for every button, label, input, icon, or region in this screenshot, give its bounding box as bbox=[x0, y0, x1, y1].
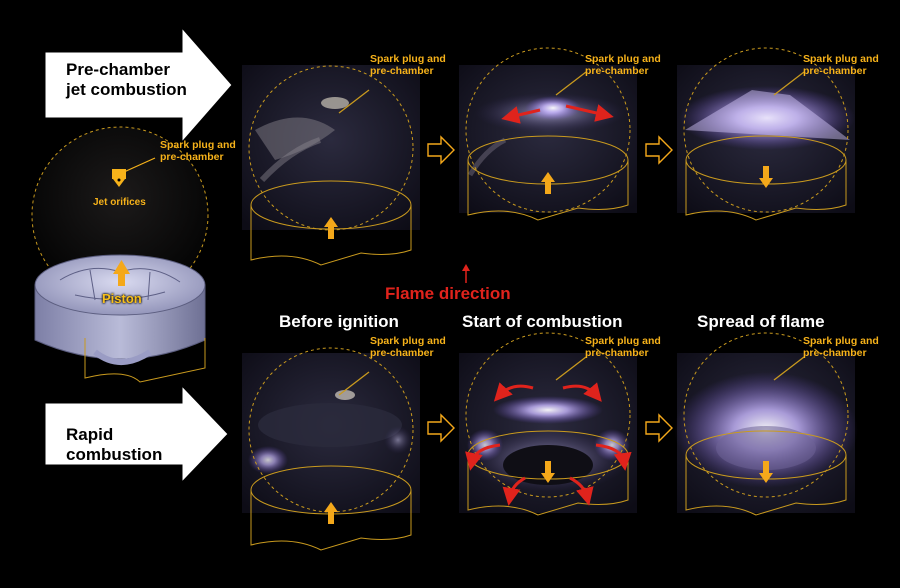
stage-label-spread-of-flame: Spread of flame bbox=[697, 312, 825, 331]
spark-plug-stem-bottom-before bbox=[338, 371, 370, 396]
stage-label-before-ignition: Before ignition bbox=[279, 312, 399, 331]
piston-skirt-outline-bottom-start bbox=[467, 455, 629, 516]
piston-skirt-outline-top-before bbox=[250, 205, 412, 266]
top-row-arrow-shape bbox=[44, 26, 233, 144]
piston-skirt-outline-bottom-before bbox=[250, 490, 412, 551]
jet-orifices-label: Jet orifices bbox=[93, 197, 146, 208]
flame-direction-arrow-icon bbox=[462, 264, 470, 283]
piston-illustration bbox=[31, 126, 209, 383]
piston-up-arrow-icon bbox=[113, 260, 130, 286]
panel-bottom-spread-of-flame bbox=[674, 353, 858, 513]
spark-plug-stem-top-start bbox=[555, 71, 587, 96]
flame-arrows-bottom bbox=[465, 382, 632, 506]
piston-skirt-outline-top-spread bbox=[685, 160, 847, 221]
chamber-outline-top-spread bbox=[683, 47, 849, 213]
piston-up-arrow-icon-top-before bbox=[324, 217, 338, 239]
panel-top-before-ignition bbox=[242, 65, 420, 230]
spark-plug-label-top-1: Spark plug and pre-chamber bbox=[370, 53, 446, 77]
flame-direction-label: Flame direction bbox=[385, 284, 511, 303]
spark-plug-stem-top-spread bbox=[773, 71, 805, 96]
flame-arrows-top bbox=[501, 104, 614, 124]
spark-plug-icon bbox=[112, 157, 156, 187]
piston-skirt-outline-top-start bbox=[467, 160, 629, 221]
spark-plug-label-top-3: Spark plug and pre-chamber bbox=[803, 53, 879, 77]
top-row-label: Pre-chamber jet combustion bbox=[66, 60, 187, 99]
spark-plug-label-bottom-3: Spark plug and pre-chamber bbox=[803, 335, 879, 359]
spark-plug-label-bottom-2: Spark plug and pre-chamber bbox=[585, 335, 661, 359]
chamber-outline-bottom-spread bbox=[683, 332, 849, 498]
guide-overlays bbox=[248, 47, 849, 551]
piston-down-arrow-icon-bottom-start bbox=[541, 461, 555, 483]
panel-top-spread-of-flame bbox=[677, 65, 855, 213]
chamber-outline-bottom-start bbox=[465, 332, 631, 498]
spark-plug-label-left: Spark plug and pre-chamber bbox=[160, 139, 236, 163]
spark-plug-label-top-2: Spark plug and pre-chamber bbox=[585, 53, 661, 77]
spark-plug-stem-bottom-spread bbox=[773, 356, 805, 381]
piston-label: Piston bbox=[102, 291, 142, 306]
piston-skirt-outline-bottom-spread bbox=[685, 455, 847, 516]
spark-plug-stem-top-before bbox=[338, 89, 370, 114]
piston-down-arrow-icon-bottom-spread bbox=[759, 461, 773, 483]
step-arrows bbox=[427, 135, 673, 443]
stage-label-start-of-combustion: Start of combustion bbox=[462, 312, 623, 331]
piston-up-arrow-icon-top-start bbox=[541, 172, 555, 194]
piston-down-arrow-icon-top-spread bbox=[759, 166, 773, 188]
spark-plug-stem-bottom-start bbox=[555, 356, 587, 381]
spark-plug-label-bottom-1: Spark plug and pre-chamber bbox=[370, 335, 446, 359]
panel-bottom-start-of-combustion bbox=[459, 353, 637, 513]
bottom-row-arrow-shape bbox=[44, 384, 229, 484]
piston-up-arrow-icon-bottom-before bbox=[324, 502, 338, 524]
bottom-row-label: Rapid combustion bbox=[66, 425, 163, 464]
chamber-outline-top-start bbox=[465, 47, 631, 213]
